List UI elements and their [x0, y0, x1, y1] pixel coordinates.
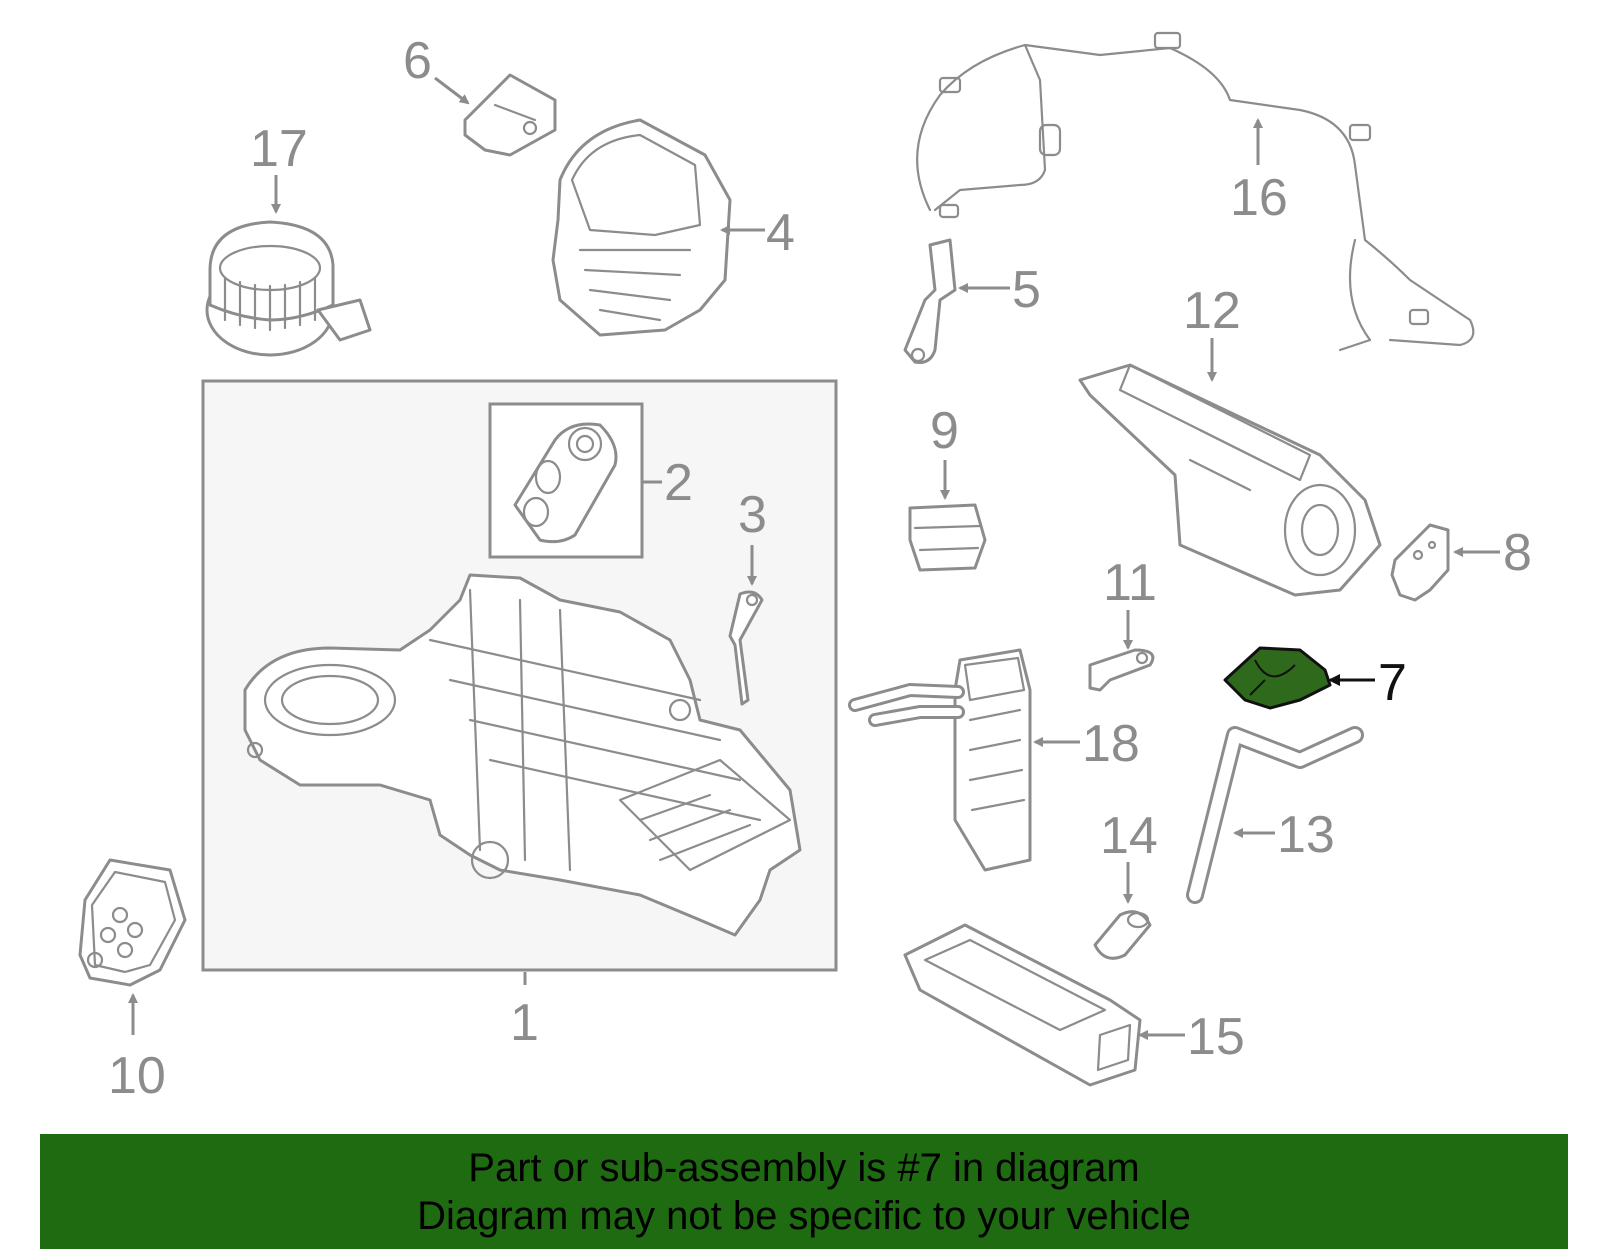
part-17-blower-motor[interactable]: [205, 220, 372, 357]
callout-7: 7: [1378, 654, 1407, 712]
callout-8: 8: [1503, 524, 1532, 582]
part-15-lower-duct[interactable]: [903, 923, 1142, 1087]
callout-5: 5: [1012, 261, 1041, 319]
part-14-connector[interactable]: [1093, 910, 1152, 960]
part-9-block[interactable]: [908, 503, 987, 572]
part-11-clip[interactable]: [1088, 648, 1155, 692]
callout-16: 16: [1230, 169, 1288, 227]
part-3-bracket[interactable]: [728, 590, 764, 706]
callout-15: 15: [1187, 1008, 1245, 1066]
part-12-duct[interactable]: [1078, 363, 1382, 597]
callout-3: 3: [738, 486, 767, 544]
callout-6: 6: [403, 32, 432, 90]
banner-line-1: Part or sub-assembly is #7 in diagram: [468, 1146, 1140, 1190]
banner-line-2: Diagram may not be specific to your vehi…: [417, 1194, 1191, 1238]
part-7-highlighted[interactable]: [1223, 646, 1332, 710]
part-18-heater-core[interactable]: [848, 648, 1032, 872]
part-2-expansion-valve[interactable]: [513, 422, 618, 544]
callout-13: 13: [1277, 806, 1335, 864]
part-1-hvac-case[interactable]: [243, 573, 802, 937]
callout-12: 12: [1183, 282, 1241, 340]
part-10-cover-plate[interactable]: [78, 858, 187, 987]
callout-9: 9: [930, 402, 959, 460]
part-13-tube[interactable]: [1186, 726, 1364, 904]
callout-4: 4: [766, 204, 795, 262]
callout-11: 11: [1103, 554, 1157, 612]
callout-2: 2: [664, 454, 693, 512]
leader-6: [434, 76, 470, 105]
part-16-wiring-harness[interactable]: [916, 31, 1475, 352]
callout-1: 1: [510, 994, 539, 1052]
callout-14: 14: [1100, 807, 1158, 865]
callout-10: 10: [108, 1047, 166, 1105]
callout-17: 17: [250, 120, 308, 178]
part-8-plate[interactable]: [1390, 523, 1450, 602]
part-5-strap[interactable]: [903, 238, 957, 364]
info-banner: Part or sub-assembly is #7 in diagram Di…: [40, 1134, 1568, 1249]
part-4-blower-housing[interactable]: [551, 118, 732, 337]
part-6-bracket[interactable]: [463, 73, 557, 157]
callout-18: 18: [1082, 715, 1140, 773]
